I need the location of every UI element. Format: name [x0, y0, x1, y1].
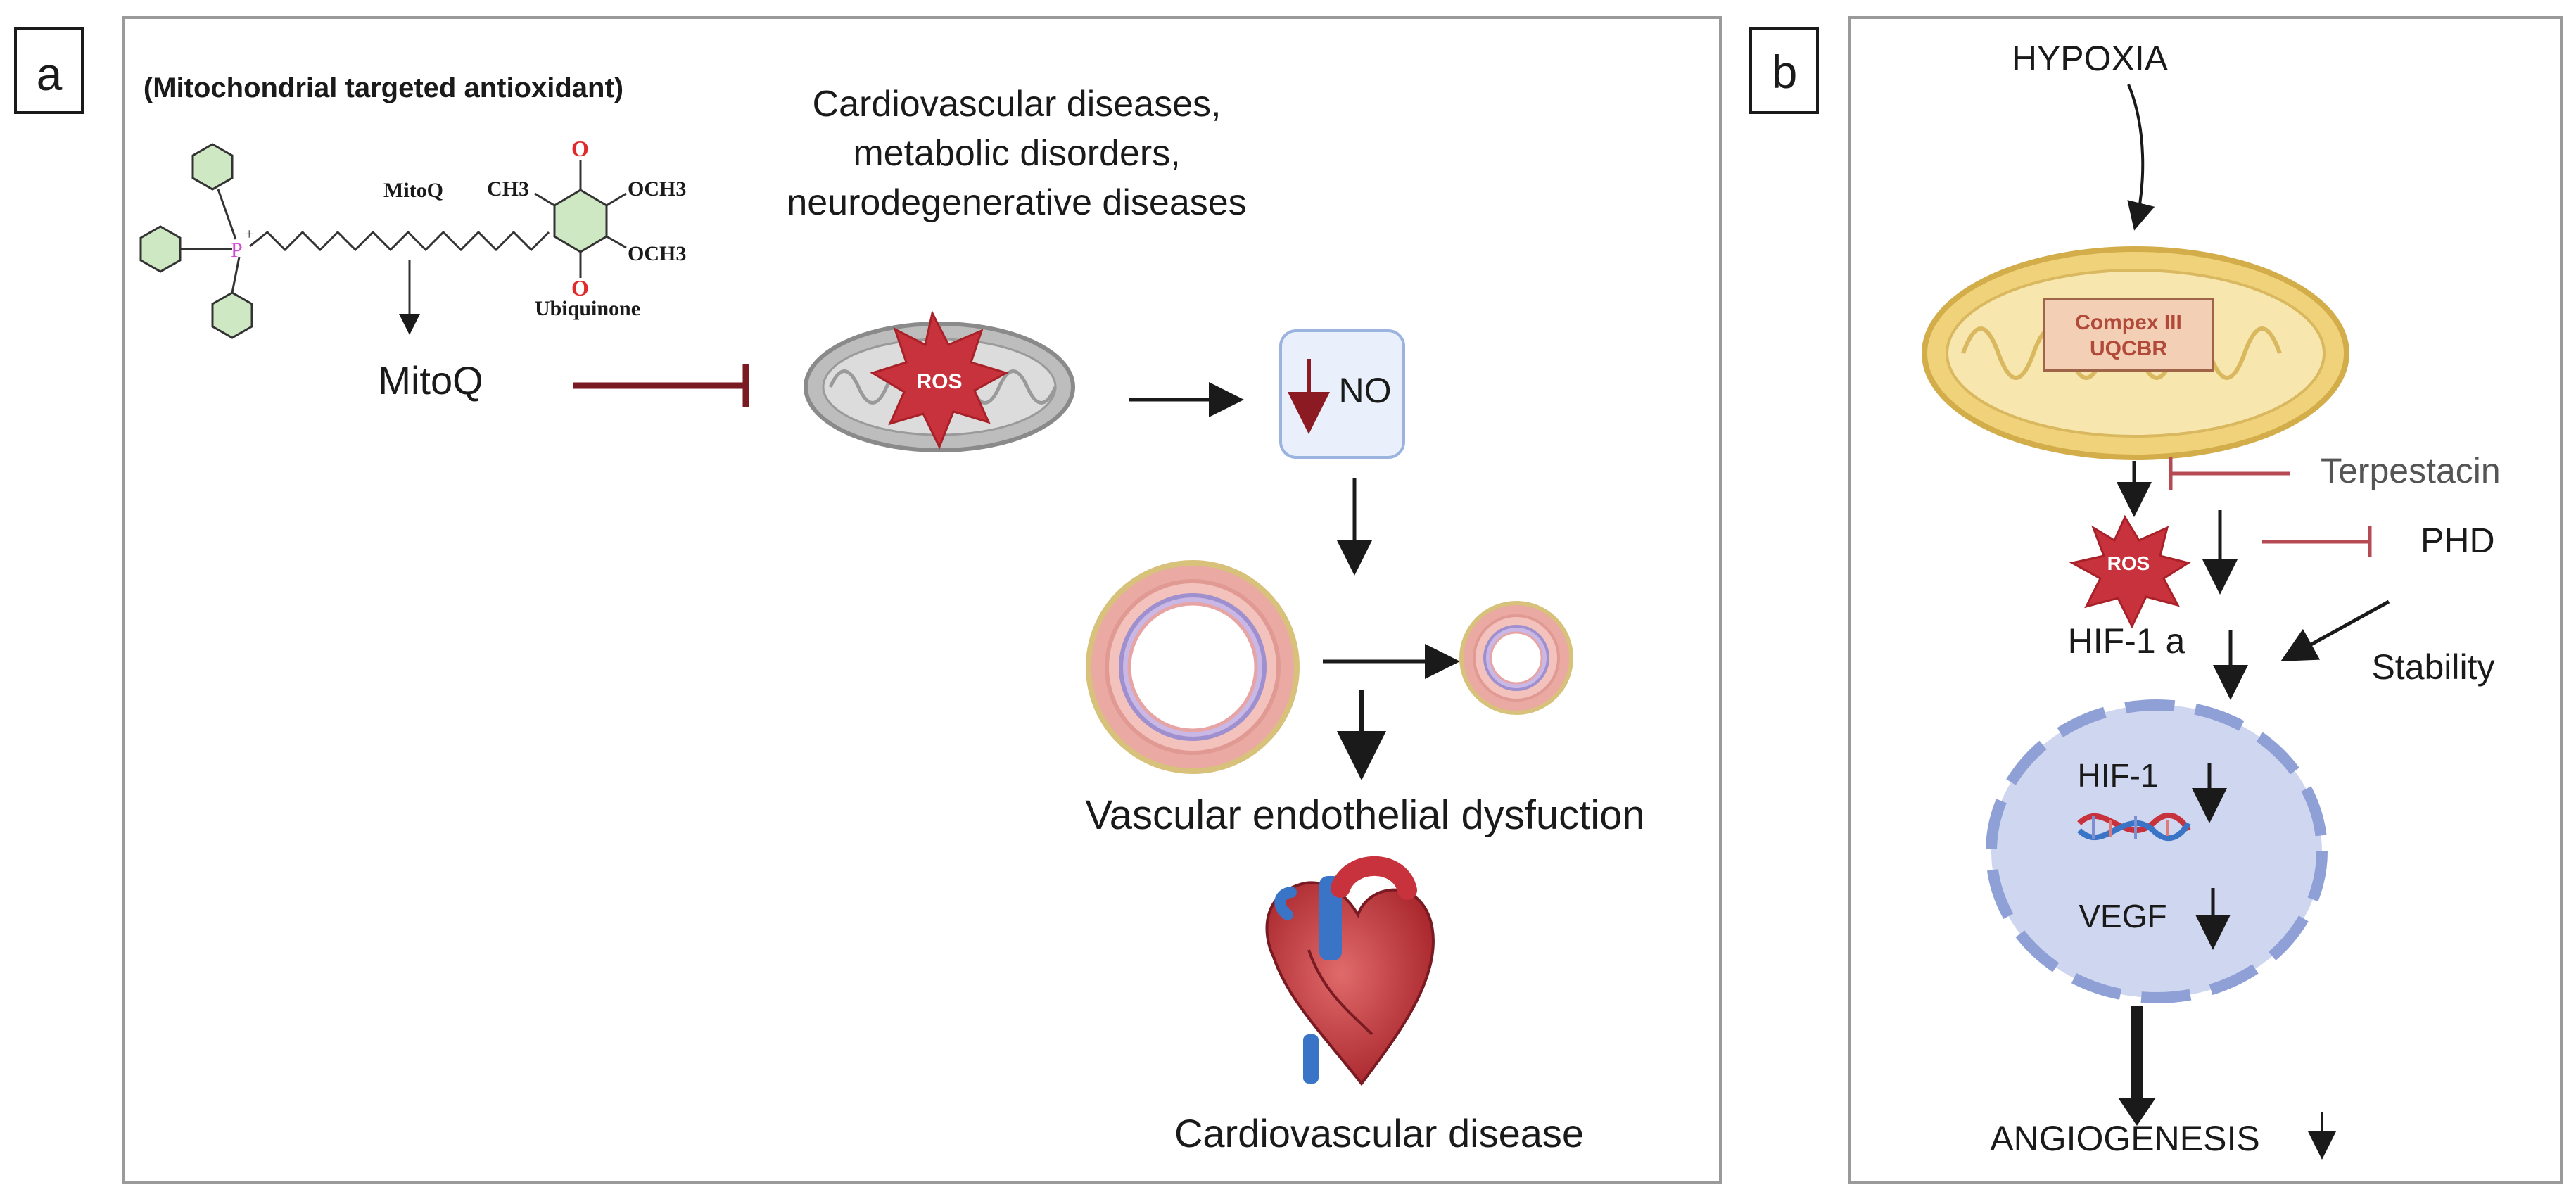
- panel-b-tag-box: [1749, 27, 1819, 114]
- cardiovascular-disease-label: Cardiovascular disease: [1174, 1111, 1584, 1155]
- panel-b-tag: b: [1772, 46, 1798, 98]
- complex-iii-label: Compex III: [2075, 311, 2182, 334]
- oxygen-bottom: O: [571, 275, 589, 300]
- stability-label: Stability: [2371, 647, 2494, 687]
- hypoxia-label: HYPOXIA: [2012, 39, 2169, 78]
- phenyl-ring-top: [191, 143, 234, 191]
- complex-iii-box: [2043, 298, 2214, 372]
- phenyl-ring-left: [139, 225, 182, 273]
- alkyl-chain: [249, 230, 550, 252]
- mitoq-small-label: MitoQ: [383, 179, 443, 202]
- panel-a: a (Mitochondrial targeted antioxidant) P…: [14, 16, 1722, 1184]
- mitoq-structure: P + MitoQ O O CH3 OCH3 OCH3 Ubiquinone: [139, 136, 686, 339]
- hif1a-label: HIF-1 a: [2068, 621, 2185, 661]
- heading-mitochondrial-antioxidant: (Mitochondrial targeted antioxidant): [144, 72, 623, 103]
- disease-cardiovascular: Cardiovascular diseases,: [813, 84, 1222, 125]
- arrow-hypoxia-to-mito: [2127, 84, 2155, 231]
- terpestacin-label: Terpestacin: [2321, 451, 2501, 490]
- no-label: NO: [1339, 371, 1392, 410]
- methyl-group: CH3: [487, 177, 529, 201]
- disease-metabolic: metabolic disorders,: [853, 133, 1180, 174]
- phosphorus-charge: +: [245, 225, 253, 243]
- vegf-label: VEGF: [2079, 898, 2166, 934]
- hif1-label: HIF-1: [2078, 757, 2159, 794]
- phenyl-ring-bottom: [211, 291, 253, 339]
- ubiquinone-label: Ubiquinone: [535, 297, 640, 320]
- methoxy-group-1: OCH3: [628, 177, 686, 201]
- ros-label-b: ROS: [2107, 552, 2150, 574]
- mitoq-label: MitoQ: [378, 358, 483, 402]
- panel-a-tag-box: [14, 27, 84, 114]
- nucleus: [1986, 699, 2328, 1003]
- oxygen-top: O: [571, 136, 589, 161]
- ros-burst-a: [870, 310, 1009, 450]
- vascular-dysfunction-label: Vascular endothelial dysfuction: [1085, 792, 1644, 838]
- panel-b: b HYPOXIA Compex III UQCBR Terpestacin R…: [1749, 16, 2563, 1184]
- vessel-small: [1459, 601, 1573, 715]
- ros-burst-b: [2069, 514, 2191, 629]
- panel-a-frame: [122, 16, 1722, 1184]
- heart-icon: [1265, 856, 1435, 1086]
- uqcbr-label: UQCBR: [2090, 337, 2167, 360]
- arrow-stability: [2280, 600, 2390, 661]
- phosphorus-atom: P: [231, 239, 243, 262]
- methoxy-group-2: OCH3: [628, 242, 686, 265]
- panel-a-tag: a: [37, 48, 63, 100]
- arrow-to-angiogenesis-head: [2118, 1098, 2156, 1126]
- disease-neurodegenerative: neurodegenerative diseases: [787, 182, 1246, 223]
- phd-label: PHD: [2420, 521, 2495, 560]
- dna-icon: [2077, 812, 2191, 842]
- angiogenesis-label: ANGIOGENESIS: [1990, 1119, 2259, 1158]
- ros-label-a: ROS: [916, 370, 962, 393]
- vessel-large: [1086, 560, 1300, 774]
- panel-b-frame: [1848, 16, 2563, 1184]
